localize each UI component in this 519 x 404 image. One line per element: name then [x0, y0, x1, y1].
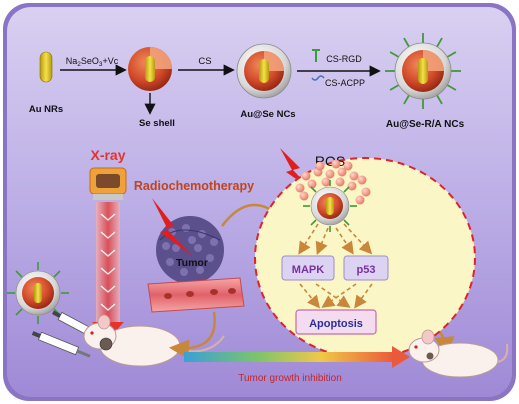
tumor-growth-inhibition-label: Tumor growth inhibition [238, 373, 342, 384]
signal-arrows-lower [299, 283, 373, 309]
synthesis-section: Au NRs Na2SeO3+Vc Se shell CS Au@Se NCs [29, 33, 465, 130]
ros-particle [335, 177, 345, 187]
tumor-cell [196, 266, 204, 274]
apoptosis-label: Apoptosis [309, 318, 363, 330]
blood-vessel-icon [147, 277, 245, 313]
se-shell-particle-icon [128, 47, 172, 91]
ros-particle [337, 167, 347, 177]
ros-particle [343, 161, 353, 171]
peptide-spike [389, 51, 400, 58]
radiation-bolt-icon-1 [152, 198, 192, 256]
xray-beam [96, 202, 120, 326]
ros-particle [299, 191, 309, 201]
rgd-peptide-icon [312, 49, 320, 62]
acpp-peptide-icon [311, 75, 325, 81]
mouse-outcome-icon [408, 329, 509, 378]
cellular-nanoparticle-icon [303, 180, 357, 232]
tumor-cell [162, 242, 170, 250]
tumor-icon [156, 216, 224, 284]
reagent-2-label: CS [198, 56, 211, 67]
progress-arrowhead [392, 346, 410, 368]
xray-beam-chevrons [100, 213, 116, 311]
ros-particle [301, 171, 311, 181]
se-shell-label: Se shell [139, 118, 175, 129]
au-se-particle-icon [236, 43, 292, 99]
ros-particle [321, 177, 331, 187]
peptide-spike [446, 84, 457, 91]
ros-particle [347, 181, 357, 191]
xray-label: X-ray [90, 147, 125, 163]
peptide-spike [389, 84, 400, 91]
reagent-3b-label: CS-ACPP [325, 78, 365, 88]
tumor-label: Tumor [176, 257, 208, 269]
mapk-label: MAPK [292, 264, 324, 276]
reagent-1-label: Na2SeO3+Vc [66, 56, 119, 68]
tumor-cell [172, 244, 180, 252]
tumor-cell [210, 238, 218, 246]
tumor-cell [206, 254, 214, 262]
ros-particle [355, 195, 365, 205]
treatment-section: X-ray Radiochemotherapy [7, 147, 509, 384]
signal-arrows-upper [298, 223, 373, 255]
ros-particle [331, 159, 341, 169]
mapk-box [281, 255, 335, 281]
peptide-spike [436, 37, 443, 48]
ros-particle [349, 171, 359, 181]
peptide-spike [403, 94, 410, 105]
tumor-cell [194, 244, 202, 252]
tumor-cell [182, 224, 190, 232]
radiation-bolt-icon-2 [280, 148, 312, 190]
apoptosis-box [295, 309, 377, 335]
ros-particle [361, 187, 371, 197]
xray-source-icon [89, 167, 127, 200]
peptide-spike [436, 94, 443, 105]
ros-particle [357, 175, 367, 185]
radiochemotherapy-label: Radiochemotherapy [134, 179, 254, 193]
tumor-cell [188, 236, 196, 244]
au-se-ra-particle-icon [385, 33, 461, 109]
peptide-spike [403, 37, 410, 48]
au-se-ra-ncs-label: Au@Se-R/A NCs [386, 119, 465, 130]
progress-arrow-bar [184, 352, 394, 362]
au-nrs-label: Au NRs [29, 104, 63, 115]
p53-box [343, 255, 389, 281]
injected-nanoparticle-icon [7, 262, 69, 324]
peptide-spike [446, 51, 457, 58]
au-nanorod-icon [39, 51, 53, 83]
ros-particle [295, 183, 305, 193]
tumor-cell [180, 268, 188, 276]
ros-particle [325, 169, 335, 179]
circulation-arrow [169, 311, 216, 360]
p53-label: p53 [357, 264, 376, 276]
au-se-ncs-label: Au@Se NCs [240, 109, 295, 120]
reagent-3a-label: CS-RGD [326, 54, 362, 64]
syringe-icon-2 [31, 331, 91, 358]
ros-particles [295, 159, 371, 205]
tumor-cell [166, 258, 174, 266]
ros-particle [307, 179, 317, 189]
ros-particle [315, 161, 325, 171]
